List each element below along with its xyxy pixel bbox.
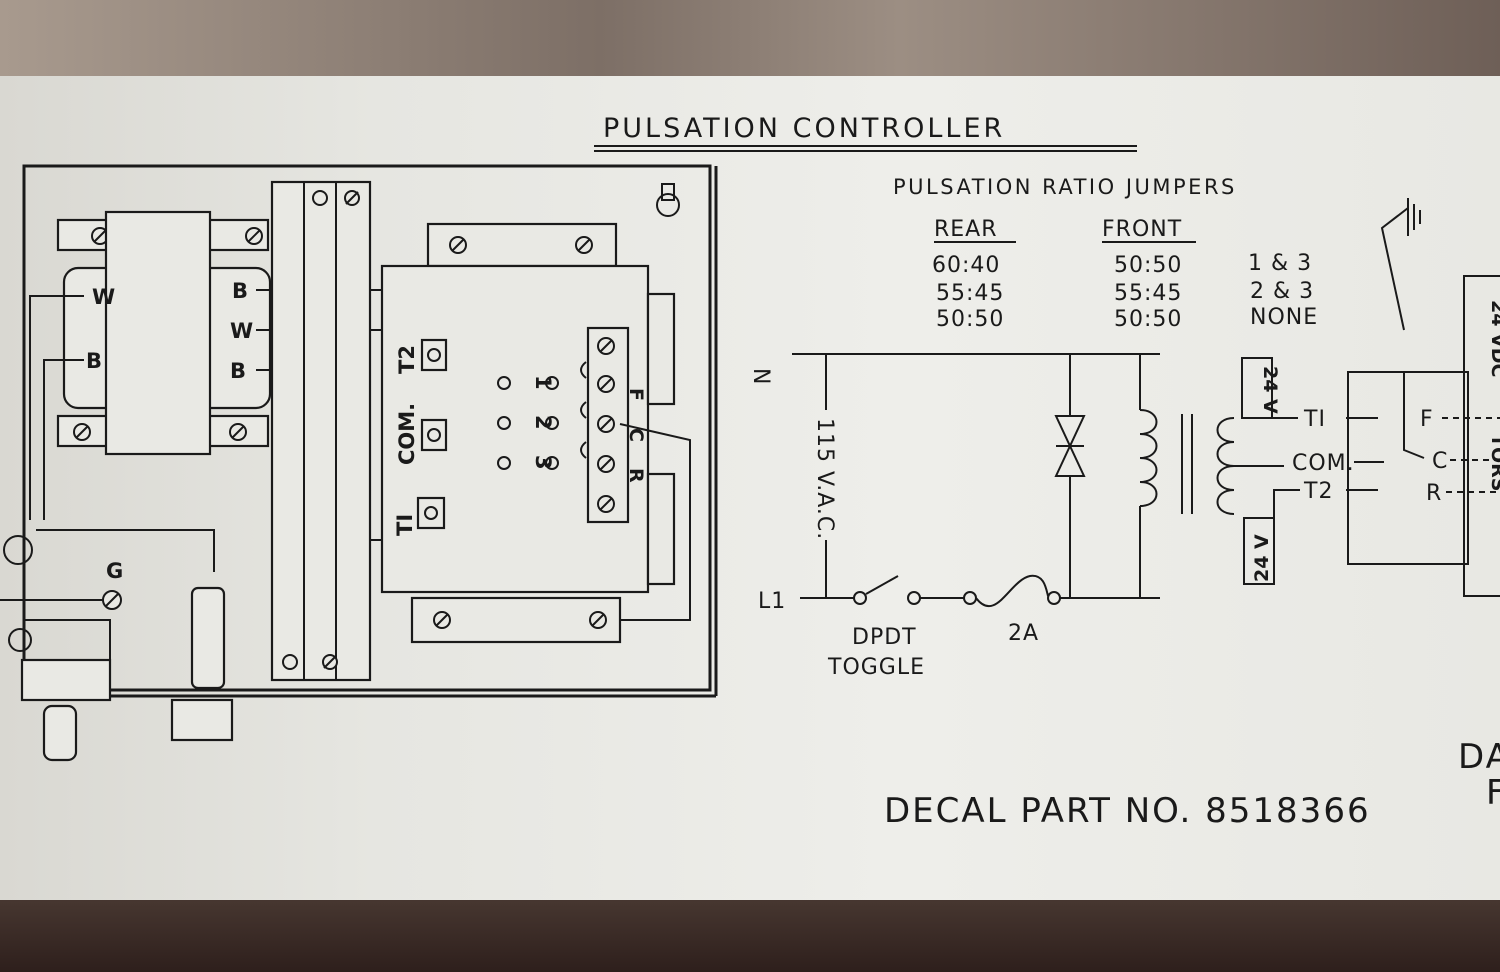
out-com-label: COM.: [1292, 451, 1355, 476]
wire: [1403, 372, 1425, 459]
module-side-tab-bottom: [646, 472, 676, 586]
keyhole-icon: [656, 193, 680, 217]
wire: [29, 295, 84, 520]
row2-front: 55:45: [1114, 281, 1182, 306]
diagram-title: PULSATION CONTROLLER: [603, 113, 1005, 144]
wire: [1273, 489, 1300, 518]
decal-panel: [0, 76, 1500, 900]
relay-label-f: F: [625, 388, 647, 401]
jumper-post: [545, 376, 559, 390]
coil-wire: [580, 361, 587, 459]
fuse-holder-nut: [170, 698, 234, 742]
jumper-number-2: 2: [531, 415, 555, 430]
jumper-post: [545, 416, 559, 430]
jumper-post: [497, 456, 511, 470]
col-front-label: FRONT: [1102, 217, 1182, 242]
secondary-bottom-label: 24 V: [1251, 534, 1273, 582]
wire: [1380, 207, 1409, 331]
ground-label: G: [106, 559, 123, 583]
terminal-label-t1: TI: [393, 514, 417, 536]
fuse-holder: [190, 586, 226, 690]
terminal-t1: [416, 496, 446, 530]
tors-label-partial: TORS: [1487, 434, 1500, 491]
module-side-tab-top: [646, 292, 676, 406]
lead-label-b-top: B: [232, 279, 248, 303]
secondary-coil-icon: [1216, 417, 1235, 515]
row2-rear: 55:45: [936, 281, 1004, 306]
row3-jumper: NONE: [1250, 305, 1318, 330]
terminal-label-com: COM.: [395, 403, 419, 465]
keyhole-slot: [661, 183, 675, 201]
wire: [43, 359, 84, 520]
keyhole-icon: [8, 628, 32, 652]
row1-rear: 60:40: [932, 253, 1000, 278]
rivet-icon: [282, 654, 298, 670]
toggle-switch-blade: [865, 575, 899, 595]
relay-label-c: C: [625, 428, 647, 442]
terminal-strip: [270, 180, 372, 682]
edge-text-partial: DA: [1458, 737, 1500, 777]
jumper-post: [497, 376, 511, 390]
row3-rear: 50:50: [936, 307, 1004, 332]
jumper-number-3: 3: [531, 455, 555, 470]
relay-f-label: F: [1420, 407, 1434, 432]
background-bottom: [0, 890, 1500, 972]
fuse-terminal: [1047, 591, 1061, 605]
enclosure-outline: [22, 164, 712, 692]
secondary-bottom-box: [1243, 517, 1275, 585]
suppressor-icon: [1054, 415, 1086, 449]
transformer-core: [104, 210, 212, 456]
relay-box: [1347, 371, 1469, 565]
toggle-lever: [42, 704, 78, 762]
decal-part-number: DECAL PART NO. 8518366: [884, 791, 1371, 831]
switch-contact: [907, 591, 921, 605]
row1-front: 50:50: [1114, 253, 1182, 278]
row2-jumper: 2 & 3: [1250, 279, 1314, 304]
terminal-t2: [420, 338, 448, 372]
row3-front: 50:50: [1114, 307, 1182, 332]
relay-c-label: C: [1432, 449, 1448, 474]
wire: [36, 529, 215, 572]
background-top: [0, 0, 1500, 90]
toggle-switch-body: [20, 658, 112, 702]
terminal-label-t2: T2: [395, 345, 419, 374]
edge-text-partial-2: F: [1486, 773, 1500, 813]
vdc-label-partial: 24 VDC: [1487, 300, 1500, 377]
wire: [23, 619, 111, 660]
fuse-icon: [975, 574, 1049, 608]
primary-coil-icon: [1139, 409, 1158, 507]
secondary-top-box: [1241, 357, 1273, 419]
jumpers-heading: PULSATION RATIO JUMPERS: [893, 175, 1237, 199]
row1-jumper: 1 & 3: [1248, 251, 1312, 276]
relay-r-label: R: [1426, 481, 1442, 506]
switch-type-label: TOGGLE: [827, 655, 925, 680]
relay-label-r: R: [625, 468, 647, 483]
lead-label-w-mid: W: [230, 319, 253, 343]
line-l1-label: L1: [758, 589, 786, 614]
fuse-label: 2A: [1008, 621, 1039, 646]
switch-contact: [853, 591, 867, 605]
secondary-top-label: 24 V: [1259, 366, 1281, 414]
jumper-number-1: 1: [531, 375, 555, 390]
col-rear-label: REAR: [934, 217, 998, 242]
jumper-post: [545, 456, 559, 470]
terminal-com: [420, 418, 448, 452]
voltage-label: 115 V.A.C.: [812, 418, 837, 540]
fuse-terminal: [963, 591, 977, 605]
lead-label-b-bottom: B: [230, 359, 246, 383]
wire: [619, 423, 691, 621]
lead-label-b: B: [86, 349, 102, 373]
out-t1-label: TI: [1303, 407, 1326, 432]
lead-label-w: W: [92, 285, 115, 309]
partial-box-right: [1463, 275, 1500, 597]
rivet-icon: [312, 190, 328, 206]
switch-label: DPDT: [852, 625, 917, 650]
out-t2-label: T2: [1303, 479, 1333, 504]
jumper-post: [497, 416, 511, 430]
grommet-icon: [3, 535, 33, 565]
line-n-label: N: [748, 368, 773, 385]
